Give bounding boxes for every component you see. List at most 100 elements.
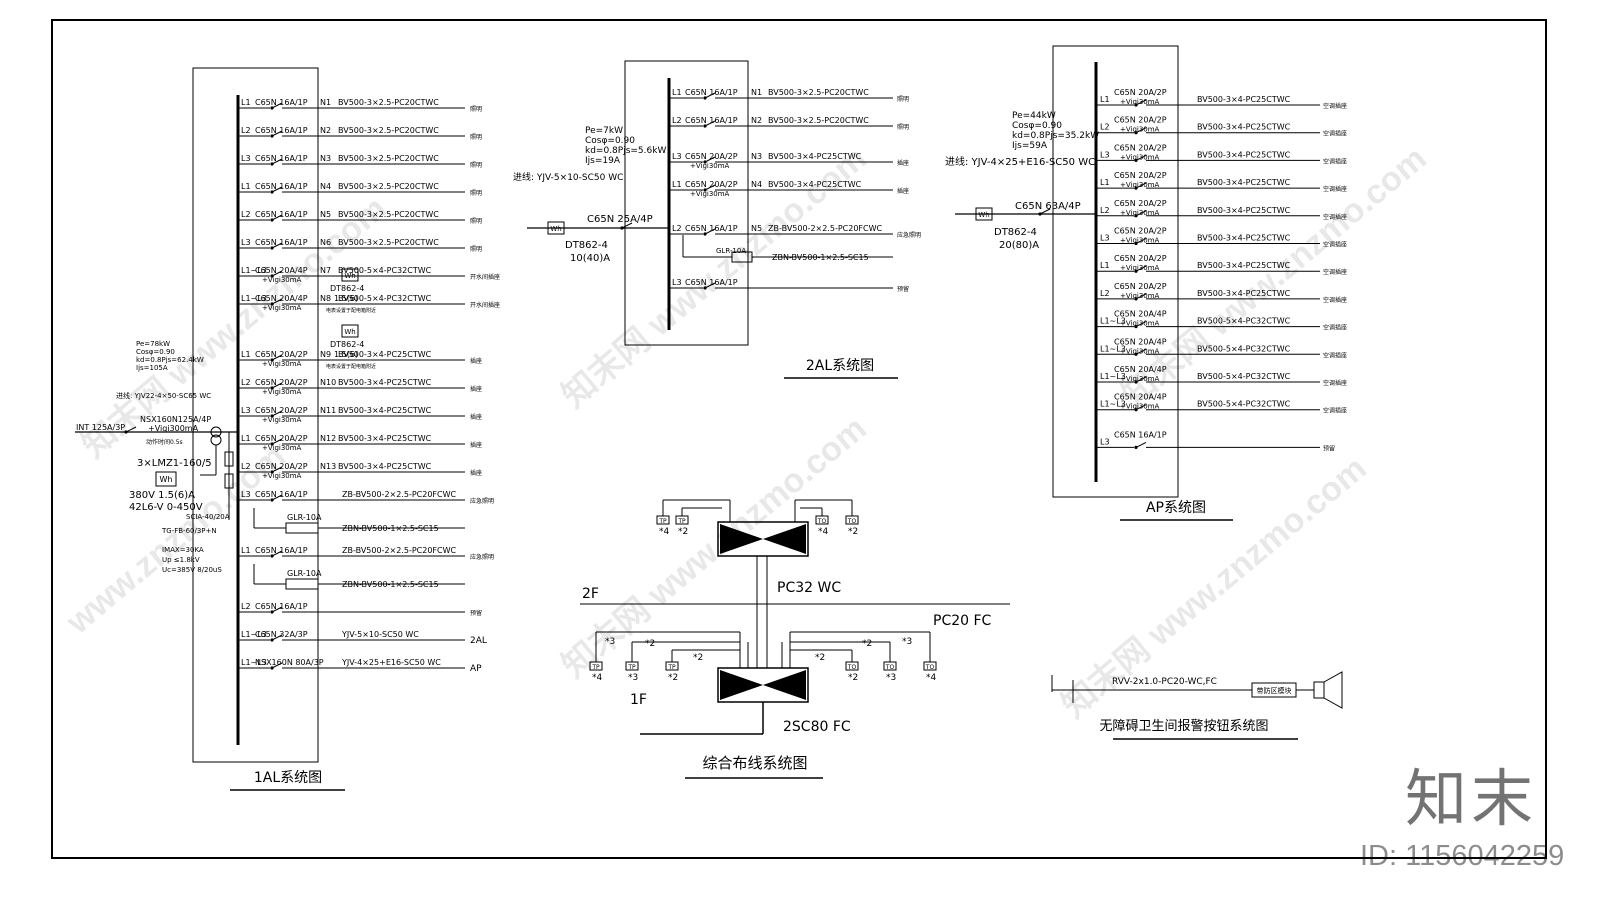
circuit-number: N9: [320, 350, 331, 359]
meter-label: Wh: [344, 328, 355, 336]
circuit-breaker: C65N 20A/2P: [1114, 254, 1167, 263]
circuit-cable: BV500-3×4-PC25CTWC: [1197, 289, 1291, 298]
load-pe: Pe=7kW: [585, 126, 623, 136]
circuit-cable: BV500-3×2.5-PC20CTWC: [338, 210, 439, 219]
circuit-vigi: +Vigi30mA: [262, 472, 302, 480]
circuit-cable: BV500-5×4-PC32CTWC: [338, 294, 432, 303]
glr-label: GLR-10A: [287, 513, 322, 522]
circuit-cable: BV500-3×4-PC25CTWC: [1197, 206, 1291, 215]
meter-note: 电表设置于配电箱附近: [326, 363, 376, 370]
circuit-vigi: +Vigi30mA: [1120, 375, 1160, 383]
breaker-blade: [704, 184, 716, 191]
circuit-phase: L1: [241, 182, 251, 191]
circuit-breaker: C65N 20A/2P: [685, 152, 738, 161]
circuit-cable: ZBN-BV500-1×2.5-SC15: [772, 253, 869, 262]
circuit-load: 照明: [470, 134, 482, 141]
circuit-phase: L1: [241, 546, 251, 555]
outlet-count: *3: [886, 673, 896, 683]
spd-box: [224, 473, 234, 489]
outlet-tag: TP: [667, 664, 676, 671]
incoming-breaker: NSX160N125A/4P: [140, 415, 211, 424]
circuit-cable: BV500-3×2.5-PC20CTWC: [338, 98, 439, 107]
circuit-load: 应急照明: [897, 231, 921, 239]
breaker-blade: [1135, 404, 1147, 411]
outlet-tag: TO: [817, 518, 827, 525]
outlet-tag: TO: [847, 518, 857, 525]
circuit-load: 空调插座: [1323, 324, 1347, 332]
circuit-cable: BV500-3×4-PC25CTWC: [768, 152, 862, 161]
spd-uc: Uc=385V 8/20uS: [162, 566, 222, 574]
floor-label-2f: 2F: [582, 586, 599, 602]
circuit-vigi: +Vigi30mA: [1120, 209, 1160, 217]
circuit-cable: YJV-4×25+E16-SC50 WC: [341, 658, 441, 667]
circuit-phase: L1~L3: [241, 630, 267, 639]
outlet-tag: TO: [925, 664, 935, 671]
image-id-label: ID: 1156042259: [1360, 840, 1565, 872]
circuit-number: N7: [320, 266, 331, 275]
circuit-breaker: C65N 16A/1P: [255, 126, 308, 135]
incoming-feeder: 进线: YJV-4×25+E16-SC50 WC: [945, 155, 1095, 168]
breaker-blade: [271, 438, 283, 445]
circuit-phase: L3: [1100, 437, 1110, 446]
panel-2al-enclosure: [624, 60, 749, 346]
incoming-breaker: C65N 63A/4P: [1015, 201, 1081, 212]
circuit-phase: L3: [241, 406, 251, 415]
circuit-breaker: C65N 32A/3P: [255, 630, 308, 639]
circuit-load: 插座: [470, 413, 482, 421]
cabling-title: 综合布线系统图: [702, 754, 807, 772]
pair-count: *2: [862, 639, 872, 649]
circuit-breaker: C65N 16A/1P: [255, 546, 308, 555]
circuit-phase: L2: [1100, 123, 1110, 132]
kwh-meter: [341, 324, 359, 338]
rack-triangle: [763, 524, 806, 554]
circuit-vigi: +Vigi30mA: [262, 444, 302, 452]
circuit-breaker: C65N 20A/2P: [255, 462, 308, 471]
load-ijs: Ijs=59A: [1012, 141, 1048, 151]
breaker-blade: [271, 214, 283, 221]
circuit-vigi: +Vigi30mA: [262, 388, 302, 396]
circuit-load: 插座: [897, 187, 909, 195]
breaker-blade: [1135, 182, 1147, 189]
circuit-load: 插座: [470, 385, 482, 393]
circuit-phase: L1: [1100, 178, 1110, 187]
circuit-breaker: C65N 16A/1P: [685, 278, 738, 287]
kwh-meter: [341, 268, 359, 282]
outlet-tag: TP: [677, 518, 686, 525]
circuit-load: 插座: [470, 441, 482, 449]
load-cos: Cosφ=0.90: [136, 348, 175, 356]
circuit-load: 照明: [470, 218, 482, 225]
load-cos: Cosφ=0.90: [1012, 121, 1062, 131]
glr-relay: [285, 522, 319, 534]
breaker-blade: [1135, 127, 1147, 134]
circuit-phase: L2: [672, 116, 682, 125]
circuit-vigi: +Vigi30mA: [1120, 403, 1160, 411]
circuit-load: 插座: [470, 469, 482, 477]
circuit-phase: L3: [241, 154, 251, 163]
breaker-blade: [1135, 321, 1147, 328]
spd-imax: IMAX=30KA: [162, 546, 204, 554]
circuit-load: 照明: [470, 190, 482, 197]
circuit-breaker: C65N 16A/1P: [255, 602, 308, 611]
panel-1al-title: 1AL系统图: [254, 770, 322, 786]
circuit-phase: L1: [1100, 261, 1110, 270]
load-ijs: Ijs=19A: [585, 156, 621, 166]
circuit-load: 空调插座: [1323, 351, 1347, 359]
circuit-breaker: C65N 16A/1P: [255, 182, 308, 191]
circuit-cable: BV500-3×4-PC25CTWC: [1197, 178, 1291, 187]
circuit-vigi: +Vigi30mA: [690, 190, 730, 198]
pair-count: *2: [815, 653, 825, 663]
circuit-vigi: +Vigi30mA: [1120, 153, 1160, 161]
load-kd: kd=0.8Pjs=5.6kW: [585, 146, 666, 156]
circuit-cable: BV500-3×4-PC25CTWC: [1197, 150, 1291, 159]
circuit-phase: L1: [672, 180, 682, 189]
circuit-phase: L1: [241, 434, 251, 443]
circuit-breaker: C65N 16A/1P: [685, 224, 738, 233]
circuit-load: 插座: [470, 357, 482, 365]
circuit-breaker: C65N 20A/4P: [255, 294, 308, 303]
glr-relay: [285, 578, 319, 590]
circuit-phase: L3: [672, 278, 682, 287]
circuit-phase: L2: [241, 462, 251, 471]
circuit-cable: BV500-3×4-PC25CTWC: [768, 180, 862, 189]
circuit-breaker: C65N 16A/1P: [685, 88, 738, 97]
outlet-tag: TP: [591, 664, 600, 671]
